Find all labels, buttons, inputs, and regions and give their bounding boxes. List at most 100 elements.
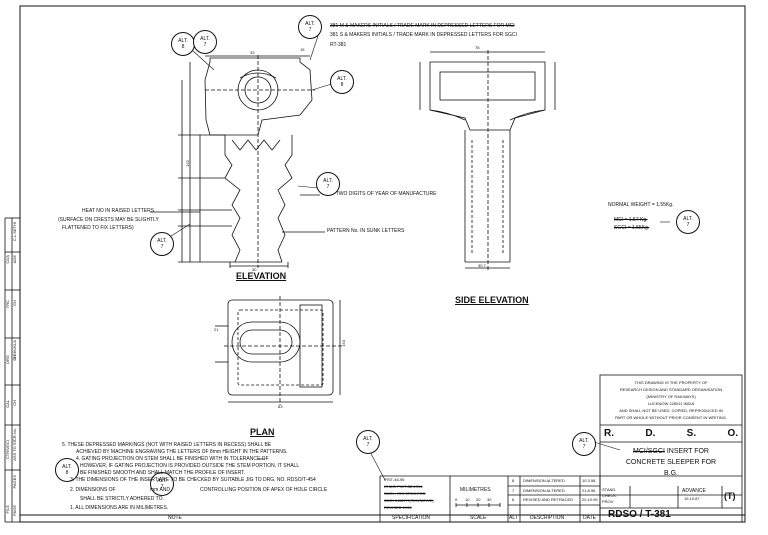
spec-line: IS MCI PG/T-32-1994 xyxy=(384,484,423,489)
scale-tick: 10 xyxy=(465,497,470,502)
advance-label: ADVANCE xyxy=(682,488,706,494)
scale-tick: 20 xyxy=(476,497,481,502)
dim-15: 15 xyxy=(300,47,305,52)
rdso-letter: R. xyxy=(604,428,614,439)
plan-view xyxy=(215,296,344,405)
footer-specification: SPECIFICATION xyxy=(392,515,430,521)
elevation-title: ELEVATION xyxy=(236,271,287,281)
strip-who: PAGES xyxy=(12,475,17,489)
alt-marker: ALT.7 xyxy=(356,430,380,454)
note-5a: 5. THESE DEPRESSED MARKINGS (NOT WITH RA… xyxy=(62,442,272,448)
makers-initials-sgci: 381 S & MAKERS INITIALS / TRADE MARK IN … xyxy=(330,32,517,38)
title-prefix: MCI/SGCI xyxy=(633,448,665,455)
strip-role: FILE xyxy=(5,505,10,514)
scale-tick: 0 xyxy=(455,497,458,502)
pattern-no-callout: PATTERN No. IN SUNK LETTERS xyxy=(327,228,405,234)
property-line: THIS DRAWING IS THE PROPERTY OF xyxy=(634,380,708,385)
note-4a: 4. GATING PROJECTION ON STEM SHALL BE FI… xyxy=(76,456,269,462)
strip-name: CH xyxy=(12,400,17,406)
strip-role: DRG xyxy=(5,355,10,364)
alt-marker: ALT.7 xyxy=(572,432,596,456)
plan-title: PLAN xyxy=(250,427,275,437)
footer-date: DATE xyxy=(583,515,596,521)
dim-83: 83 xyxy=(278,404,283,409)
note-4b: HOWEVER, IF GATING PROJECTION IS PROVIDE… xyxy=(80,463,300,469)
drawing-title: MCI/SGCI INSERT FOR CONCRETE SLEEPER FOR… xyxy=(600,446,742,479)
dim-154: 154 xyxy=(341,340,346,347)
alteration-date: 10.3.98 xyxy=(582,478,596,483)
heat-no-callout: HEAT NO IN RAISED LETTERS xyxy=(82,208,155,214)
dim-33: 33 xyxy=(250,50,255,55)
alt-marker: ALT.8 xyxy=(330,70,354,94)
strip-role: CTRS/GCI xyxy=(5,440,10,460)
approval-check: CHECK. xyxy=(602,493,618,498)
alteration-date: 21.8.96 xyxy=(582,488,596,493)
note-5b: ACHIEVED BY MACHINE ENGRAVING THE LETTER… xyxy=(76,449,288,455)
strip-name: ADE xyxy=(12,255,17,264)
strip-role: CAL xyxy=(5,400,10,408)
title-block xyxy=(379,374,743,523)
property-line: RESEARCH DESIGN AND STANDARD ORGANISATIO… xyxy=(619,387,723,392)
property-line: LUCKNOW 226011 INDIA xyxy=(647,401,695,406)
advance-date: 15.10.87 xyxy=(684,496,700,501)
drawing-code: (T) xyxy=(724,491,736,501)
alt-marker: ALT.7 xyxy=(298,15,322,39)
note-2c: SHALL BE STRICTLY ADHERED TO. xyxy=(80,496,164,502)
rt-label: RT-381 xyxy=(330,42,347,48)
alteration-desc: DIMENSION ALTERED xyxy=(523,478,565,483)
spec-line: IRST-46-96 xyxy=(384,477,405,482)
alt-marker: ALT.8 xyxy=(171,32,195,56)
dim-21: 21 xyxy=(214,327,219,332)
weight-mci: MCI = 1.57 Kg. xyxy=(614,217,648,223)
rdso-letter: O. xyxy=(727,428,738,439)
alt-marker: ALT.8 xyxy=(55,458,79,482)
footer-alt: ALT xyxy=(509,515,518,521)
note-3: 3. THE DIMENSIONS OF THE INSERT ARE TO B… xyxy=(70,477,316,483)
dim-78: 78 xyxy=(475,45,480,50)
alteration-num: 6 xyxy=(512,497,515,502)
alteration-num: 7 xyxy=(512,488,515,493)
alteration-desc: REVISED AND RETRACED xyxy=(523,497,574,502)
approval-stand: STAND. xyxy=(602,487,617,492)
approval-prov: PROV. xyxy=(602,499,615,504)
footer-scale: SCALE xyxy=(470,515,487,521)
dim-30-7: 30.7 xyxy=(478,263,486,268)
property-note: THIS DRAWING IS THE PROPERTY OF RESEARCH… xyxy=(600,379,742,421)
rdso-letters: R. D. S. O. xyxy=(604,428,738,439)
alteration-date: 20.10.95 xyxy=(582,497,598,502)
weight-sgci: SGCI = 1.55Kg. xyxy=(614,225,650,231)
property-line: (MINISTRY OF RAILWAYS) xyxy=(646,394,696,399)
surface-note-2: FLATTENED TO FIX LETTERS) xyxy=(62,225,134,231)
property-line: AND SHALL NOT BE USED, COPIED, REPRODUCE… xyxy=(619,408,723,413)
alt-marker: ALT.7 xyxy=(676,210,700,234)
scale-tick: 30 xyxy=(487,497,492,502)
footer-description: DESCRIPTION xyxy=(530,515,565,521)
note-2b: CONTROLLING POSITION OF APEX OF HOLE CIR… xyxy=(200,487,328,493)
alt-marker: ALT.7 xyxy=(150,472,174,496)
title-line-3: B.G. xyxy=(663,470,678,477)
alt-marker: ALT.7 xyxy=(316,172,340,196)
alt-marker: ALT.7 xyxy=(150,232,174,256)
note-4-tol: mm xyxy=(258,456,265,461)
note-1: 1. ALL DIMENSIONS ARE IN MILIMETRES. xyxy=(70,505,169,511)
side-elevation-title: SIDE ELEVATION xyxy=(455,295,529,305)
strip-role: TRC xyxy=(5,300,10,309)
rdso-letter: D. xyxy=(645,428,656,439)
rdso-letter: S. xyxy=(686,428,697,439)
drawing-number: RDSO / T-381 xyxy=(608,509,671,520)
strip-who: S.SHUKLA xyxy=(12,340,17,360)
strip-name: CH xyxy=(12,300,17,306)
alteration-num: 8 xyxy=(512,478,515,483)
title-line-1: INSERT FOR xyxy=(664,448,709,455)
surface-note-1: (SURFACE ON CRESTS MAY BE SLIGHTLY xyxy=(58,217,159,223)
strip-name: ASS TO ST xyxy=(12,440,17,461)
title-line-2: CONCRETE SLEEPER FOR xyxy=(625,459,717,466)
property-line: PART OR WHOLE WITHOUT PRIOR CONSENT IN W… xyxy=(615,415,727,420)
strip-who: C.L.SETHI xyxy=(12,222,17,242)
normal-weight: NORMAL WEIGHT = 1.55Kg. xyxy=(608,202,674,208)
year-callout: LAST TWO DIGITS OF YEAR OF MANUFACTURE xyxy=(322,191,437,197)
scale-unit: MILIMETRES xyxy=(460,487,491,493)
footer-note: NOTE xyxy=(168,515,182,521)
spec-line: SGCI INSERT(TENTATIVE) xyxy=(384,498,434,503)
